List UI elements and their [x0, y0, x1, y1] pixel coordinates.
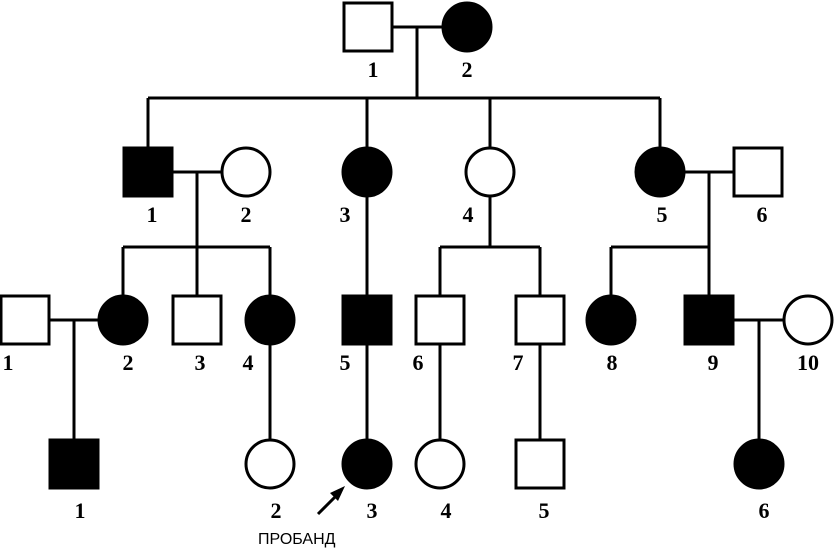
proband-label: ПРОБАНД [258, 531, 336, 548]
affected-male-square-icon [683, 294, 735, 346]
individual-III-2: 2 [97, 294, 149, 375]
individual-III-4: 4 [243, 294, 296, 375]
female-circle-icon [220, 146, 272, 198]
individual-IV-2: 2 [244, 438, 296, 523]
affected-female-circle-icon [634, 146, 686, 198]
individual-III-3: 3 [171, 294, 223, 375]
male-square-icon [732, 146, 784, 198]
affected-female-circle-icon [341, 438, 393, 490]
individual-II-6: 6 [732, 146, 784, 227]
individual-number: 5 [539, 498, 550, 523]
affected-female-circle-icon [341, 146, 393, 198]
affected-male-square-icon [122, 146, 174, 198]
individual-II-4: 4 [463, 146, 516, 227]
proband-arrowhead-icon [330, 486, 345, 501]
individual-number: 4 [441, 498, 452, 523]
affected-female-circle-icon [244, 294, 296, 346]
individuals: 1 2 1 2 3 4 5 6 1 2 3 4 5 6 7 8 9 10 1 2 3 4 5 6 [0, 1, 834, 523]
affected-female-circle-icon [733, 438, 785, 490]
individual-number: 2 [241, 202, 252, 227]
male-square-icon [0, 294, 51, 346]
individual-II-3: 3 [340, 146, 393, 227]
individual-III-1: 1 [0, 294, 51, 375]
individual-III-10: 10 [782, 294, 834, 375]
individual-number: 6 [757, 202, 768, 227]
affected-female-circle-icon [441, 1, 493, 53]
affected-male-square-icon [341, 294, 393, 346]
individual-III-5: 5 [340, 294, 393, 375]
individual-number: 6 [759, 498, 770, 523]
individual-number: 10 [797, 350, 819, 375]
proband-marker: ПРОБАНД [258, 486, 345, 548]
individual-II-1: 1 [122, 146, 174, 227]
male-square-icon [514, 438, 566, 490]
individual-IV-1: 1 [48, 438, 100, 523]
individual-III-8: 8 [585, 294, 637, 375]
individual-IV-4: 4 [414, 438, 466, 523]
male-square-icon [171, 294, 223, 346]
affected-male-square-icon [48, 438, 100, 490]
male-square-icon [414, 294, 466, 346]
individual-I-2: 2 [441, 1, 493, 82]
individual-IV-6: 6 [733, 438, 785, 523]
individual-number: 3 [340, 202, 351, 227]
affected-female-circle-icon [97, 294, 149, 346]
individual-number: 9 [708, 350, 719, 375]
individual-III-7: 7 [513, 294, 566, 375]
female-circle-icon [464, 146, 516, 198]
individual-number: 8 [607, 350, 618, 375]
individual-number: 3 [195, 350, 206, 375]
individual-number: 3 [367, 498, 378, 523]
individual-number: 4 [463, 202, 474, 227]
individual-number: 4 [243, 350, 254, 375]
individual-I-1: 1 [342, 1, 394, 82]
individual-IV-3: 3 [341, 438, 393, 523]
individual-II-5: 5 [634, 146, 686, 227]
male-square-icon [342, 1, 394, 53]
individual-number: 1 [75, 498, 86, 523]
female-circle-icon [244, 438, 296, 490]
pedigree-lines [49, 25, 784, 440]
individual-number: 2 [123, 350, 134, 375]
individual-number: 5 [340, 350, 351, 375]
individual-III-6: 6 [413, 294, 466, 375]
individual-number: 6 [413, 350, 424, 375]
individual-III-9: 9 [683, 294, 735, 375]
male-square-icon [514, 294, 566, 346]
individual-number: 7 [513, 350, 524, 375]
individual-number: 1 [3, 350, 14, 375]
affected-female-circle-icon [585, 294, 637, 346]
female-circle-icon [414, 438, 466, 490]
female-circle-icon [782, 294, 834, 346]
individual-II-2: 2 [220, 146, 272, 227]
individual-number: 2 [271, 498, 282, 523]
individual-IV-5: 5 [514, 438, 566, 523]
individual-number: 2 [462, 57, 473, 82]
individual-number: 1 [147, 202, 158, 227]
individual-number: 5 [657, 202, 668, 227]
individual-number: 1 [368, 57, 379, 82]
